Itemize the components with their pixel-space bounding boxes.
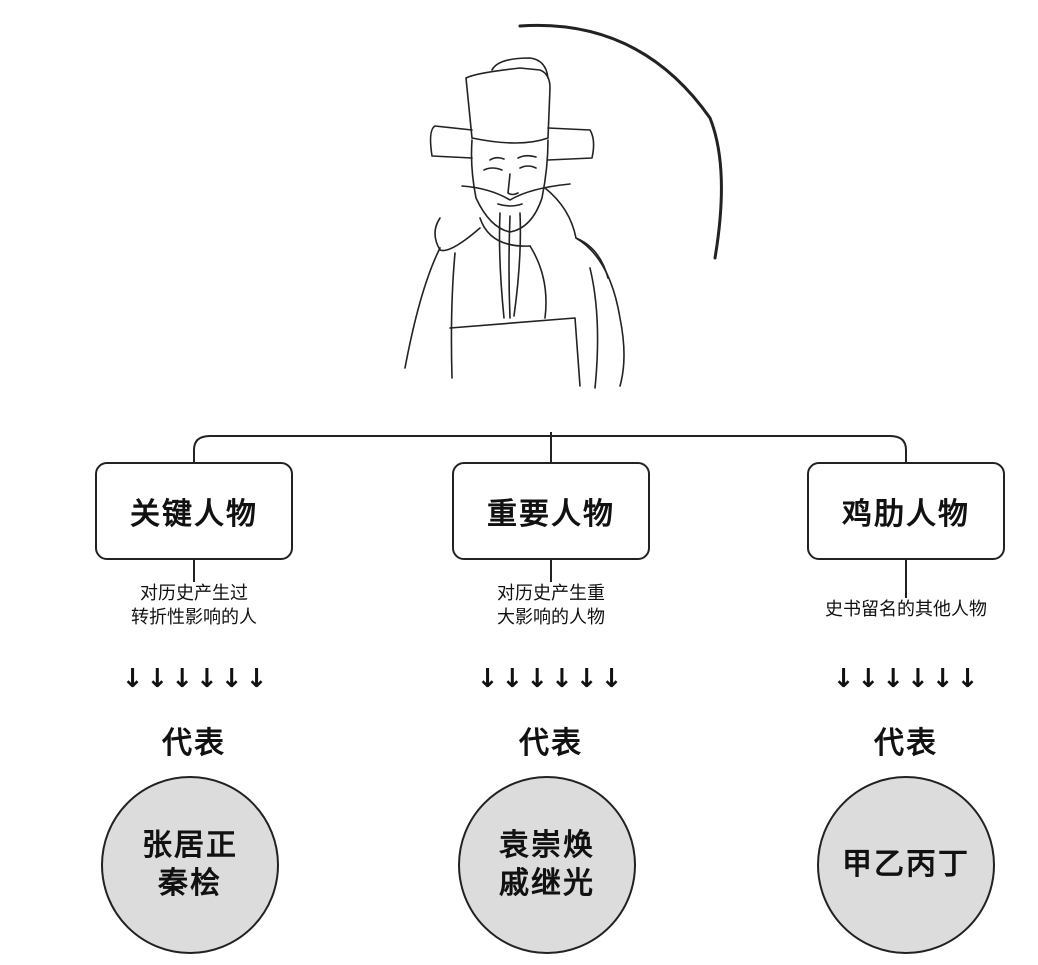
representative-label: 代表 bbox=[162, 726, 226, 761]
category-box-key: 关键人物 bbox=[95, 462, 293, 560]
official-portrait-illustration bbox=[404, 23, 723, 389]
category-box-important: 重要人物 bbox=[452, 462, 650, 560]
branch-line bbox=[193, 435, 907, 462]
example-circle-minor: 甲乙丙丁 bbox=[817, 776, 995, 954]
category-title: 重要人物 bbox=[487, 497, 615, 532]
example-circle-key: 张居正 秦桧 bbox=[101, 776, 279, 954]
example-name: 戚继光 bbox=[499, 866, 595, 901]
down-arrows-icon: ↓↓↓↓↓↓ bbox=[476, 664, 626, 694]
category-title: 关键人物 bbox=[130, 497, 258, 532]
down-arrows-icon: ↓↓↓↓↓↓ bbox=[832, 664, 982, 694]
example-name: 秦桧 bbox=[158, 866, 222, 901]
representative-label: 代表 bbox=[519, 726, 583, 761]
representative-label: 代表 bbox=[874, 726, 938, 761]
category-title: 鸡肋人物 bbox=[842, 497, 970, 532]
example-name: 甲乙丙丁 bbox=[842, 847, 970, 882]
example-name: 张居正 bbox=[142, 828, 238, 863]
category-description: 史书留名的其他人物 bbox=[825, 599, 987, 620]
down-arrows-icon: ↓↓↓↓↓↓ bbox=[121, 664, 271, 694]
example-name: 袁崇焕 bbox=[499, 828, 595, 863]
category-description: 对历史产生重 大影响的人物 bbox=[497, 583, 605, 628]
category-box-minor: 鸡肋人物 bbox=[807, 462, 1005, 560]
example-circle-important: 袁崇焕 戚继光 bbox=[458, 776, 636, 954]
category-description: 对历史产生过 转折性影响的人 bbox=[131, 583, 257, 628]
